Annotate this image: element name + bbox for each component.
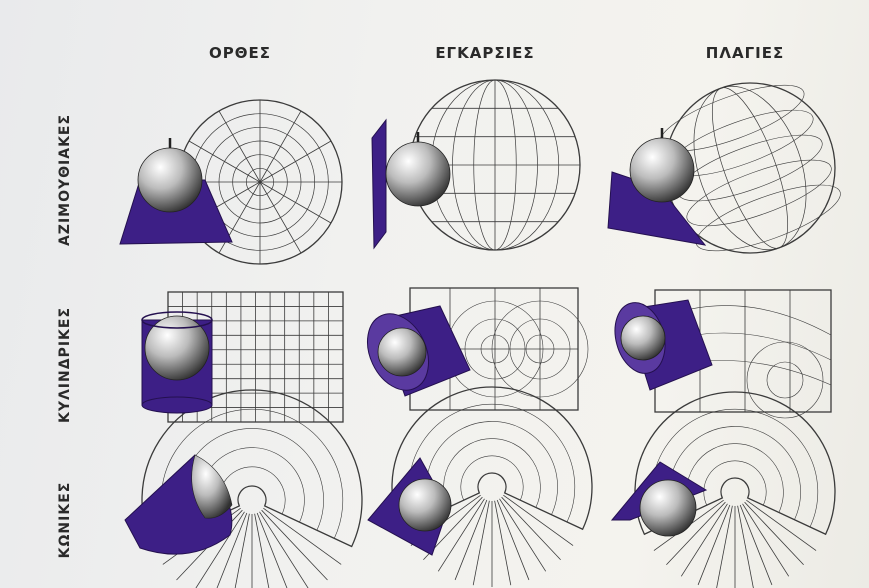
azimuthal-normal-grid-meridian <box>260 182 331 223</box>
azimuthal-oblique-grid-meridian <box>697 79 803 256</box>
conic-normal-grid-meridian <box>231 514 249 588</box>
conic-normal-grid-meridian <box>255 514 273 588</box>
azimuthal-normal-grid-meridian <box>219 111 260 182</box>
cylindrical-oblique-loop <box>767 362 803 398</box>
conic-transverse-globe <box>399 479 451 531</box>
cylindrical-oblique-globe <box>621 316 665 360</box>
conic-normal-grid-meridian <box>262 510 328 580</box>
azimuthal-oblique-grid-parallel <box>671 122 829 214</box>
azimuthal-normal-grid-meridian <box>260 141 331 182</box>
azimuthal-normal-grid-meridian <box>260 111 301 182</box>
azimuthal-normal-globe <box>138 148 202 212</box>
cylindrical-oblique-loop <box>747 342 823 418</box>
azimuthal-transverse-globe <box>386 142 450 206</box>
conic-oblique-globe <box>640 480 696 536</box>
cylindrical-transverse-globe <box>378 328 426 376</box>
conic-oblique-grid-meridian <box>745 502 804 565</box>
conic-transverse-grid-parallel <box>461 456 523 500</box>
azimuthal-oblique-grid-parallel <box>680 147 838 239</box>
azimuthal-transverse-plane <box>372 120 386 248</box>
conic-transverse-grid-meridian <box>502 497 561 560</box>
cylindrical-normal-cylinder-bottom <box>142 397 212 413</box>
azimuthal-oblique-globe <box>630 138 694 202</box>
azimuthal-normal-grid-meridian <box>260 182 301 253</box>
conic-oblique-grid-parallel <box>704 461 766 505</box>
